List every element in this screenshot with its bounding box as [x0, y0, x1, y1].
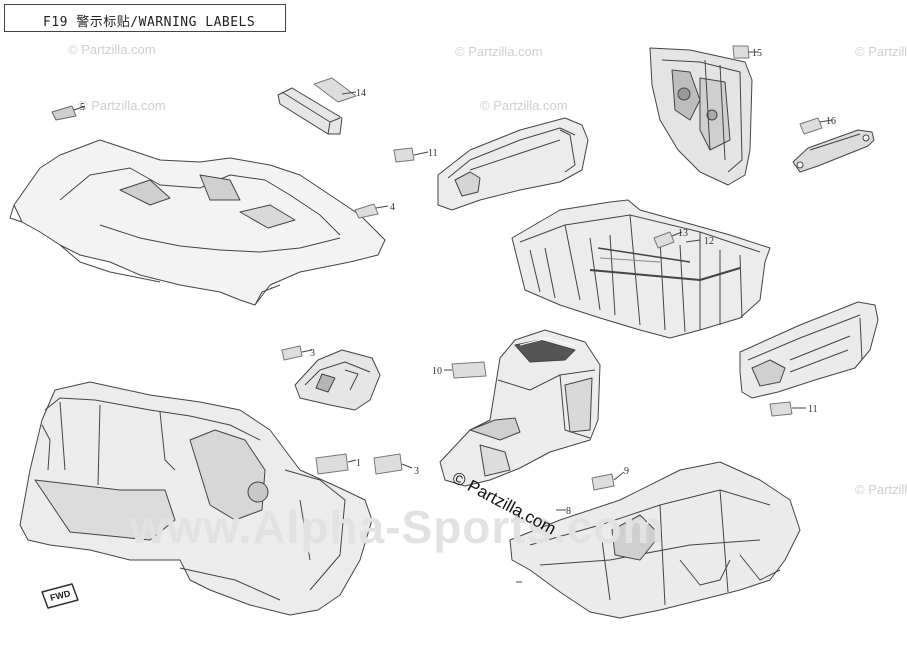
watermark-partzilla: © Partzilla.com [455, 44, 543, 59]
callout-8: 8 [566, 506, 571, 517]
page-title: F19 警示标贴/WARNING LABELS [43, 15, 256, 30]
callout-numbers: 5 4 14 11 15 16 13 12 11 3 10 1 3 9 8 FW… [49, 48, 836, 603]
dash-panel-11 [437, 117, 589, 211]
watermark-partzilla: © Partzilla.com [68, 42, 156, 57]
callout-5: 5 [80, 102, 85, 113]
cover-3 [294, 349, 381, 411]
fwd-text: FWD [49, 588, 72, 603]
callout-16: 16 [826, 116, 836, 127]
watermark-alpha-sports: www.Alpha-Sports.com [130, 501, 665, 553]
callout-14: 14 [356, 88, 366, 99]
panel-14 [277, 87, 343, 135]
chassis-frame [509, 461, 801, 619]
title-box: F19 警示标贴/WARNING LABELS [4, 4, 286, 32]
callout-3: 3 [414, 466, 419, 477]
callout-11: 11 [428, 148, 438, 159]
callout-12: 12 [704, 236, 714, 247]
cargo-box [511, 199, 771, 339]
callout-11: 11 [808, 404, 818, 415]
side-panel-15 [649, 47, 753, 186]
callout-9: 9 [624, 466, 629, 477]
watermark-partzilla: © Partzilla.com [855, 482, 907, 497]
watermark-partzilla: © Partzilla.com [480, 98, 568, 113]
callout-4: 4 [390, 202, 395, 213]
dashboard [19, 381, 373, 616]
watermark-partzilla: © Partzilla.com [855, 44, 907, 59]
center-console-10 [439, 329, 601, 487]
bracket-16 [792, 129, 875, 173]
rear-panel-11 [739, 301, 879, 399]
callout-13: 13 [678, 228, 688, 239]
hood-panel [9, 139, 386, 306]
callout-15: 15 [752, 48, 762, 59]
callout-3: 3 [310, 348, 315, 359]
fwd-badge [41, 583, 79, 609]
watermark-partzilla: © Partzilla.com [78, 98, 166, 113]
callout-10: 10 [432, 366, 442, 377]
callout-1: 1 [356, 458, 361, 469]
